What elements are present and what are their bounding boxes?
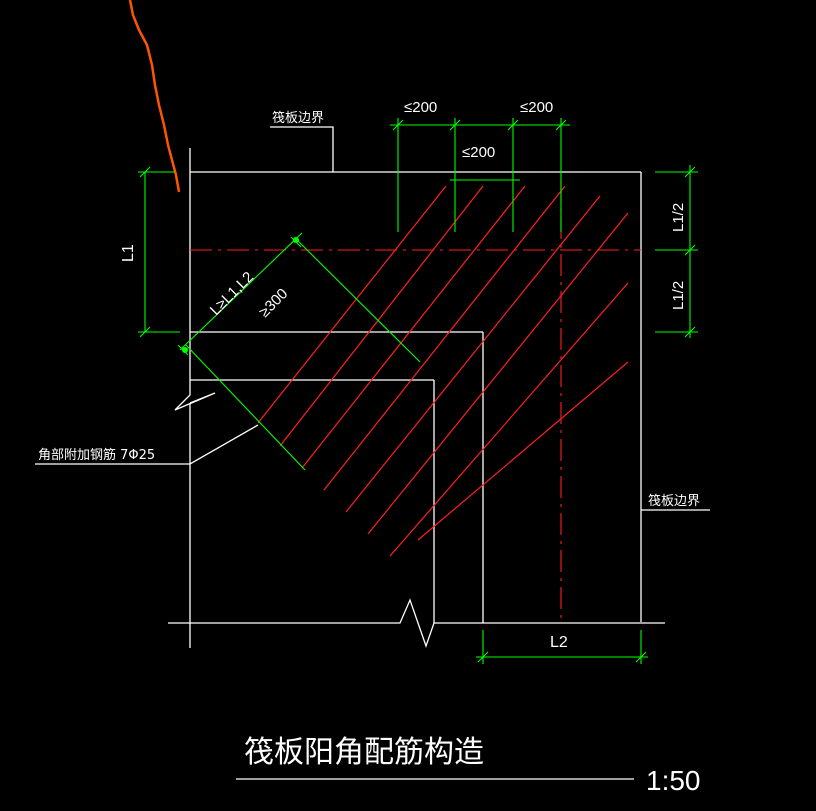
dim-l1: L1: [120, 244, 137, 262]
drawing-title: 筏板阳角配筋构造: [244, 735, 484, 770]
raft-edge-label-right: 筏板边界: [648, 493, 700, 509]
dim-spacing-3: ≤200: [462, 144, 495, 161]
corner-rebar-label: 角部附加钢筋 7Φ25: [38, 447, 155, 463]
dim-l1-half-bottom: L1/2: [670, 281, 687, 310]
orange-leader-line: [128, 0, 181, 193]
dim-spacing-1: ≤200: [404, 99, 437, 116]
dim-l2: L2: [550, 634, 568, 651]
dim-min-300: ≥300: [256, 285, 292, 321]
drawing-scale: 1:50: [646, 765, 701, 796]
raft-edge-label-top: 筏板边界: [272, 110, 324, 126]
dimension-lines: [138, 118, 698, 664]
rebar-center-lines: [190, 180, 641, 620]
dim-l-rule: L≥L1,L2: [207, 269, 257, 319]
dim-l1-half-top: L1/2: [670, 203, 687, 232]
dim-spacing-2: ≤200: [520, 99, 553, 116]
raft-outline: [35, 126, 710, 780]
corner-additional-rebars: [257, 185, 629, 557]
